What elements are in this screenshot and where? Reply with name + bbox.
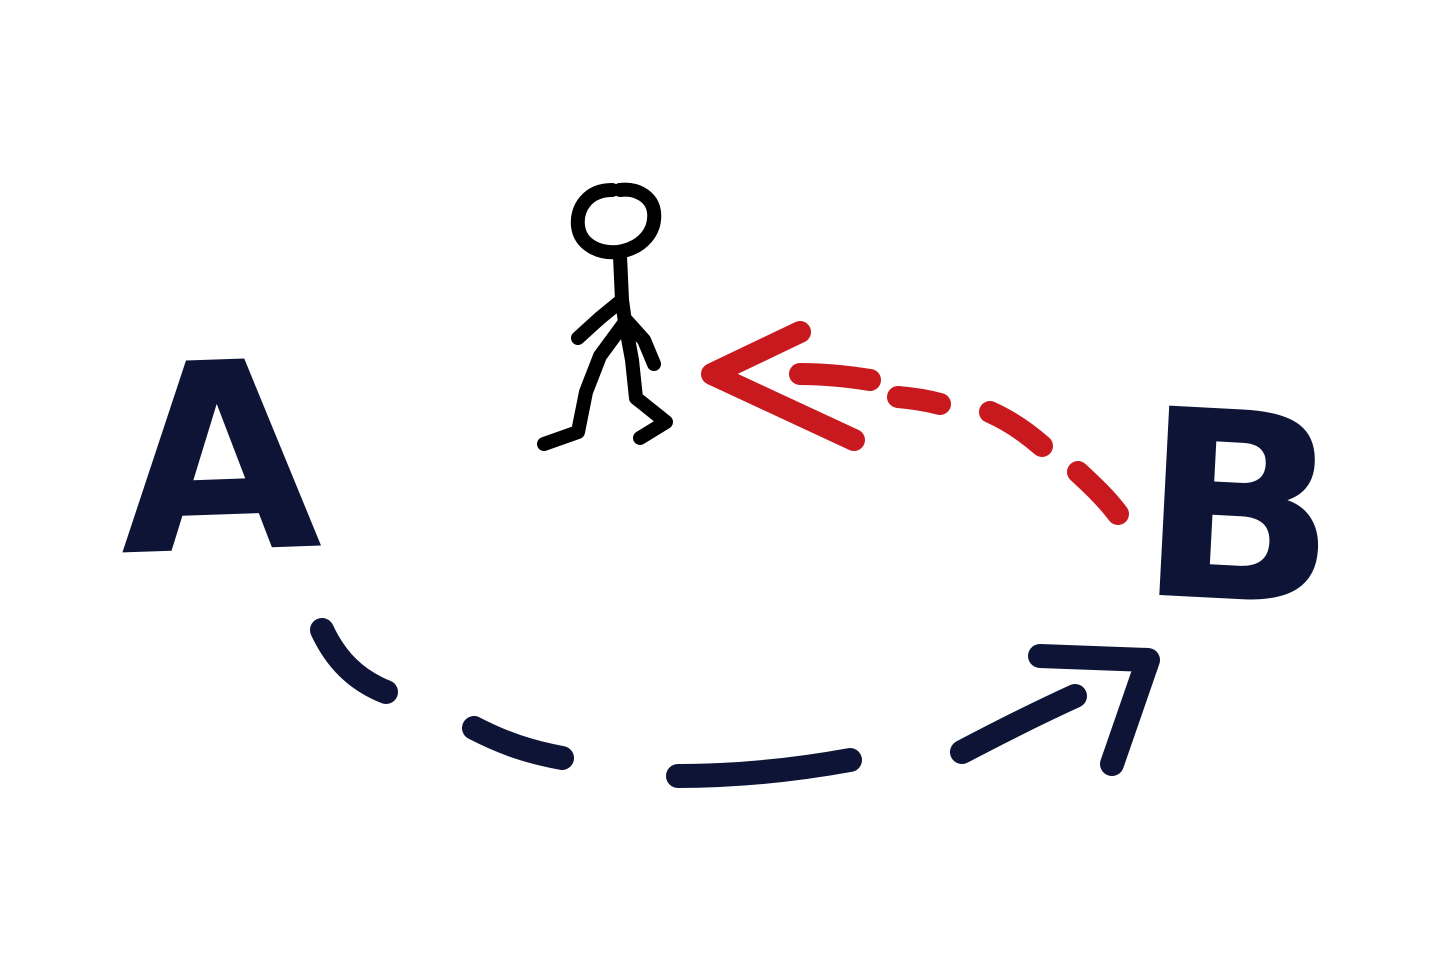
walker-arm — [571, 293, 629, 345]
path-b-to-walker-dash-1 — [1067, 461, 1129, 525]
path-a-to-b-dash-4 — [950, 684, 1087, 764]
path-a-to-b-dash-2 — [462, 716, 574, 770]
walker-leg-back — [537, 315, 632, 451]
path-a-to-b — [310, 618, 1160, 788]
walker-body — [613, 249, 632, 329]
path-b-to-walker-dash-3 — [887, 386, 951, 415]
path-b-to-walker-dash-4 — [789, 363, 881, 391]
walking-person-icon — [537, 182, 673, 451]
path-a-to-b-dash-3 — [666, 748, 862, 788]
node-label-a: A — [112, 305, 325, 615]
path-a-to-b-dash-1 — [310, 618, 398, 704]
walker-head — [570, 182, 662, 260]
walker-leg-front — [618, 315, 673, 445]
node-label-b: B — [1132, 354, 1346, 666]
path-b-to-walker-dash-2 — [979, 401, 1053, 457]
path-a-to-b-arrowhead — [1028, 644, 1160, 776]
path-b-to-walker-arrowhead — [701, 321, 865, 451]
path-b-to-walker — [701, 321, 1129, 525]
